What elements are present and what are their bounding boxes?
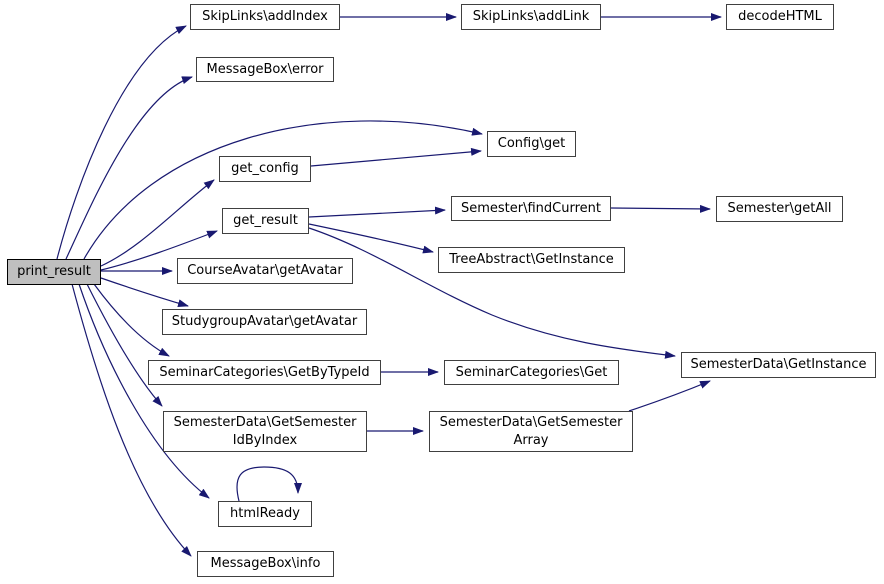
- edge-print_result-to-messagebox_error: [65, 76, 193, 260]
- node-skiplinks_addlink[interactable]: SkipLinks\addLink: [461, 4, 601, 30]
- node-skiplinks_addindex[interactable]: SkipLinks\addIndex: [190, 4, 340, 30]
- edge-get_config-to-config_get: [310, 147, 482, 167]
- node-messagebox_info[interactable]: MessageBox\info: [197, 551, 334, 577]
- node-treeabstract_getinstance[interactable]: TreeAbstract\GetInstance: [438, 247, 625, 273]
- node-print_result: print_result: [7, 259, 101, 285]
- node-semesterdata_getinstance[interactable]: SemesterData\GetInstance: [681, 352, 876, 378]
- node-get_config[interactable]: get_config: [219, 156, 311, 182]
- edge-print_result-to-skiplinks_addindex: [56, 25, 187, 260]
- node-semester_findcurrent[interactable]: Semester\findCurrent: [451, 196, 611, 221]
- node-semesterdata_getsemesterarray[interactable]: SemesterData\GetSemester Array: [429, 411, 633, 452]
- node-seminarcategories_getbytypeid[interactable]: SeminarCategories\GetByTypeId: [148, 360, 381, 385]
- node-studygroupavatar_getavatar[interactable]: StudygroupAvatar\getAvatar: [162, 309, 367, 335]
- edge-print_result-to-get_config: [100, 179, 215, 267]
- edge-print_result-to-seminarcategories_getbytypeid: [93, 283, 170, 357]
- node-config_get[interactable]: Config\get: [487, 131, 576, 157]
- node-get_result[interactable]: get_result: [222, 208, 309, 234]
- node-semester_getall[interactable]: Semester\getAll: [716, 196, 843, 222]
- node-seminarcategories_get[interactable]: SeminarCategories\Get: [444, 360, 619, 385]
- node-decodehtml[interactable]: decodeHTML: [726, 4, 834, 30]
- node-htmlready[interactable]: htmlReady: [218, 501, 312, 527]
- edge-print_result-to-config_get: [83, 120, 483, 260]
- edge-print_result-to-studygroupavatar_getavatar: [100, 277, 189, 308]
- edge-print_result-to-semesterdata_getsemesteridbyindex: [86, 283, 163, 407]
- edge-semesterdata_getsemesterarray-to-semesterdata_getinstance: [628, 380, 711, 412]
- edge-semester_findcurrent-to-semester_getall: [610, 204, 711, 213]
- edge-get_result-to-treeabstract_getinstance: [308, 223, 434, 254]
- node-semesterdata_getsemesteridbyindex[interactable]: SemesterData\GetSemester IdByIndex: [163, 411, 367, 452]
- node-courseavatar_getavatar[interactable]: CourseAvatar\getAvatar: [177, 258, 353, 284]
- edge-htmlready-to-htmlready: [236, 466, 302, 502]
- edge-get_result-to-semester_findcurrent: [308, 206, 446, 218]
- node-messagebox_error[interactable]: MessageBox\error: [196, 57, 334, 82]
